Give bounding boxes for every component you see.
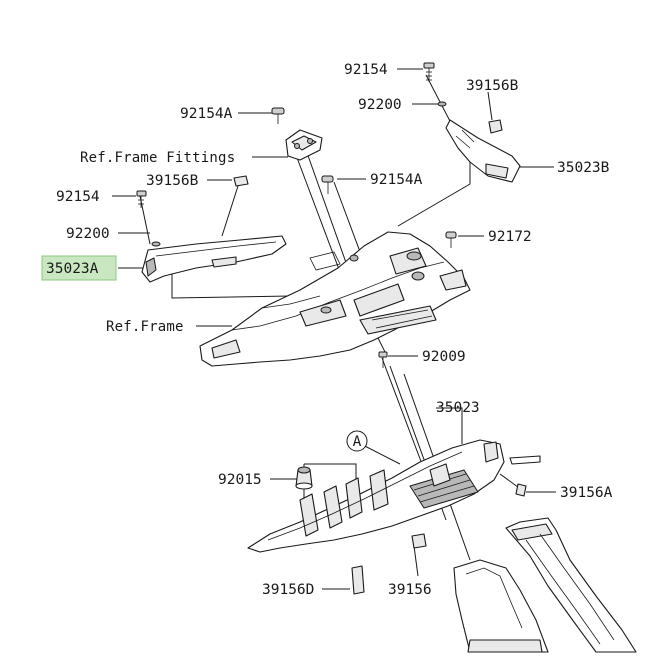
label-92200-top[interactable]: 92200: [358, 97, 402, 113]
rear-frame: [199, 231, 471, 367]
grommet-92015: [295, 466, 313, 490]
pad-39156D: [351, 565, 365, 595]
pad-39156: [411, 533, 427, 549]
highlight-35023A-box: [41, 255, 117, 281]
cover-35023B: [445, 119, 521, 183]
bolt-92154-left: [136, 190, 147, 208]
washer-92200-top: [437, 101, 447, 107]
label-92154-left[interactable]: 92154: [56, 189, 100, 205]
washer-92200-left: [151, 241, 161, 247]
label-92015[interactable]: 92015: [218, 472, 262, 488]
bolt-92172: [445, 231, 457, 248]
frame-fittings-bracket: [285, 129, 323, 161]
pad-39156B-left: [233, 175, 249, 187]
bolt-92154A-mid: [321, 175, 334, 194]
bolt-92154-top: [423, 62, 435, 82]
label-92009[interactable]: 92009: [422, 349, 466, 365]
label-35023[interactable]: 35023: [436, 400, 480, 416]
lower-frame-rail: [453, 517, 637, 653]
under-tray-35023: [247, 439, 541, 553]
label-39156A[interactable]: 39156A: [560, 485, 613, 501]
label-35023B[interactable]: 35023B: [557, 160, 610, 176]
label-92200-left[interactable]: 92200: [66, 226, 110, 242]
label-39156B-left[interactable]: 39156B: [146, 173, 199, 189]
screw-92009: [378, 351, 388, 368]
callout-A-text: A: [353, 434, 362, 450]
label-ref-frame[interactable]: Ref.Frame: [106, 319, 184, 335]
label-35023A[interactable]: 35023A: [46, 261, 99, 277]
part-labels: 92154 39156B 92200 35023B 92154A Ref.Fra…: [46, 62, 613, 598]
label-ref-frame-fittings[interactable]: Ref.Frame Fittings: [80, 150, 235, 166]
label-92154A-mid[interactable]: 92154A: [370, 172, 423, 188]
label-39156[interactable]: 39156: [388, 582, 432, 598]
label-39156B-top[interactable]: 39156B: [466, 78, 519, 94]
cover-35023A: [141, 235, 287, 283]
pad-39156B-top: [488, 119, 503, 134]
label-92154-top[interactable]: 92154: [344, 62, 388, 78]
label-92154A-top[interactable]: 92154A: [180, 106, 233, 122]
callout-A: A: [346, 430, 368, 452]
label-92172[interactable]: 92172: [488, 229, 532, 245]
pad-39156A: [515, 483, 527, 497]
label-39156D[interactable]: 39156D: [262, 582, 314, 598]
bolt-92154A-top: [271, 107, 285, 124]
